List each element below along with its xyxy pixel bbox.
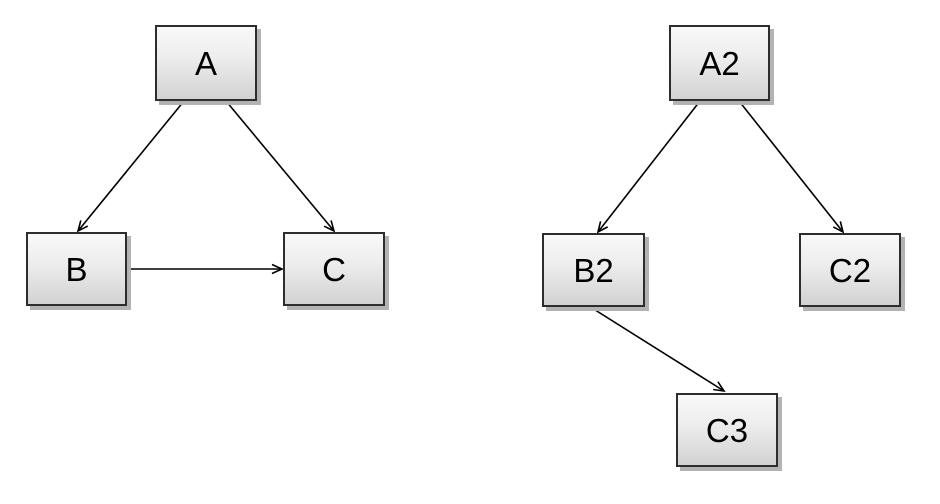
node-A-label: A [194, 44, 217, 82]
edge-A2-B2[interactable] [596, 100, 701, 234]
node-A2[interactable]: A2 [669, 25, 770, 101]
node-B2[interactable]: B2 [542, 233, 645, 307]
node-C[interactable]: C [283, 232, 385, 306]
node-B-label: B [65, 250, 88, 288]
node-C3[interactable]: C3 [676, 393, 778, 467]
node-B[interactable]: B [26, 232, 127, 306]
node-A[interactable]: A [155, 25, 257, 101]
edge-A-B[interactable] [76, 100, 185, 233]
node-C2[interactable]: C2 [799, 233, 901, 307]
node-A2-label: A2 [699, 44, 740, 82]
edge-A2-C2[interactable] [738, 100, 845, 234]
node-B2-label: B2 [573, 251, 614, 289]
node-C2-label: C2 [828, 251, 872, 289]
node-C3-label: C3 [705, 411, 749, 449]
edge-B2-C3[interactable] [591, 307, 726, 393]
edge-A-C[interactable] [225, 100, 336, 233]
node-C-label: C [322, 250, 346, 288]
